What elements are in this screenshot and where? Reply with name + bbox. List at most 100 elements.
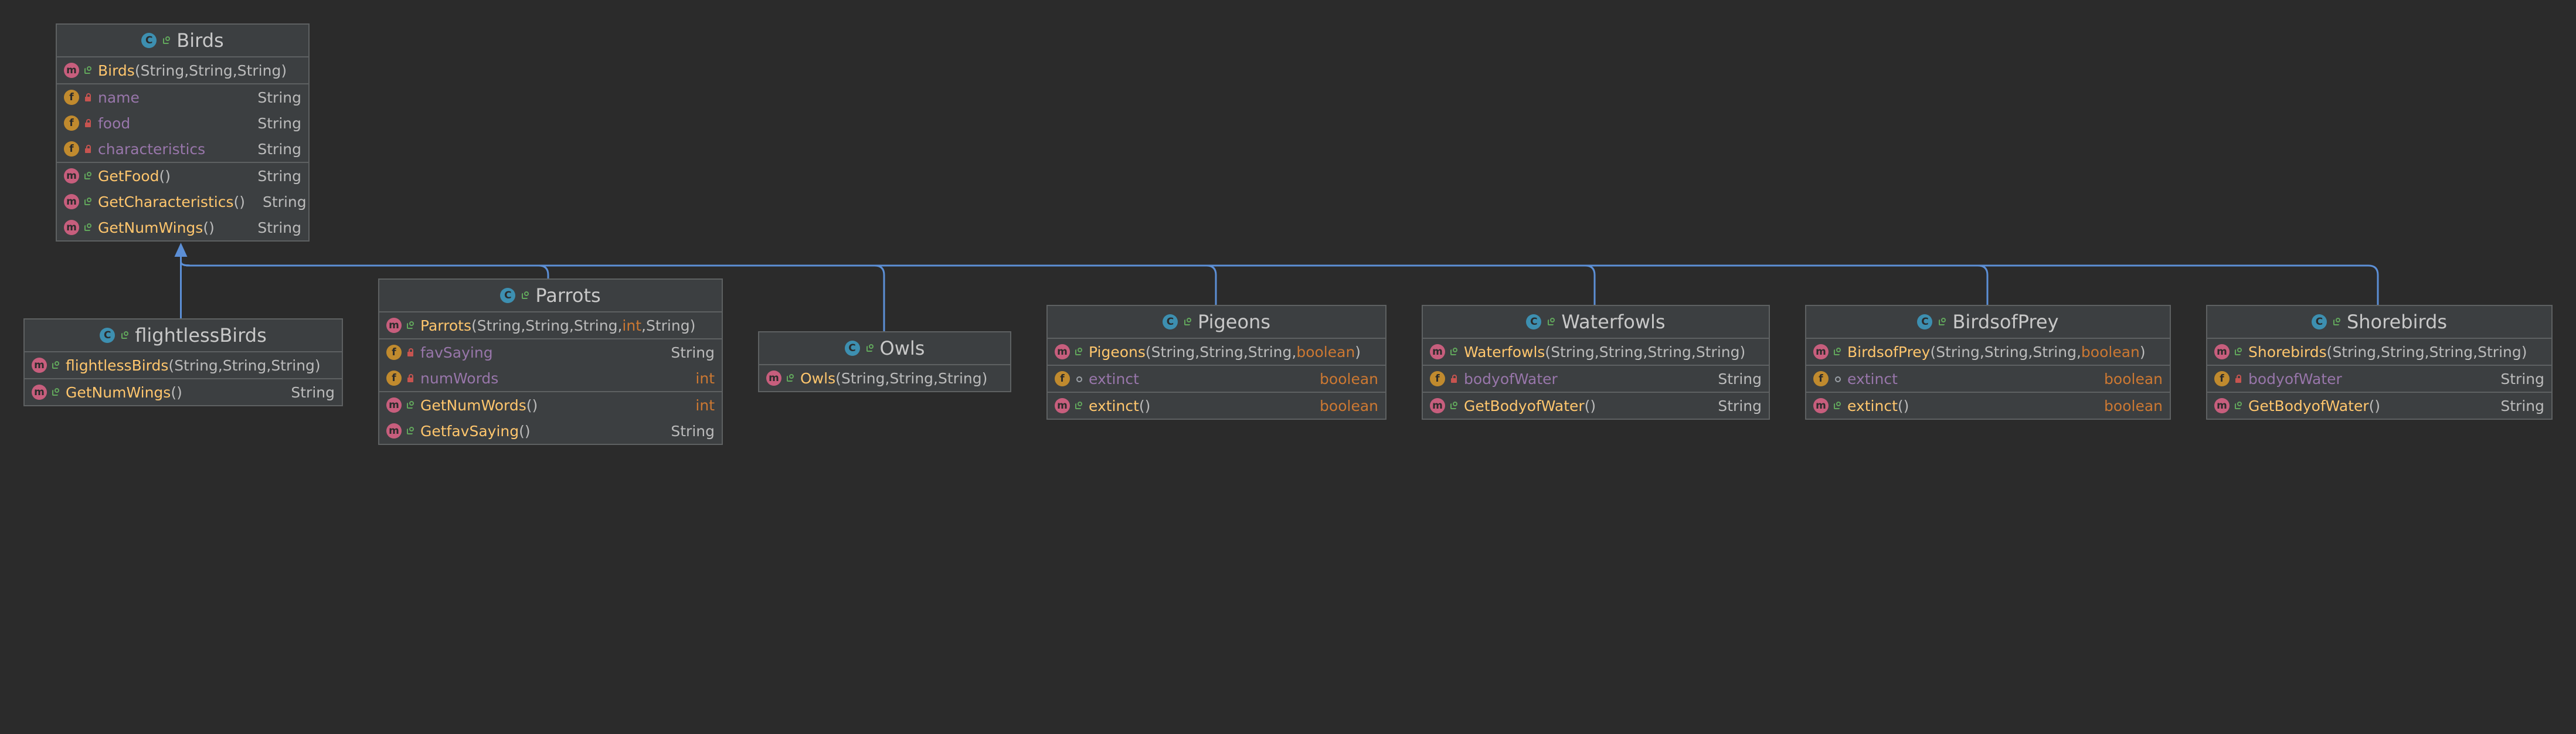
method-badge-icon: m — [32, 358, 47, 373]
comma: , — [1195, 343, 1200, 361]
field-type: String — [1718, 370, 1762, 388]
comma: , — [1292, 343, 1297, 361]
open-paren: ( — [134, 62, 141, 79]
method-name: GetNumWings — [98, 219, 203, 236]
public-visibility-icon — [521, 291, 529, 300]
method-parens: () — [2368, 397, 2381, 414]
close-paren: ) — [981, 369, 988, 387]
method-badge-icon: m — [1430, 398, 1445, 413]
inheritance-arrowhead — [174, 243, 188, 257]
method-parens: () — [171, 383, 182, 401]
method-name: GetNumWords — [420, 396, 526, 414]
close-paren: ) — [689, 317, 696, 334]
param-type: int — [622, 317, 642, 334]
param-type: String — [938, 369, 982, 387]
param-type: String — [174, 356, 218, 374]
comma: , — [1594, 343, 1599, 361]
field-type: String — [257, 114, 301, 132]
field-name: favSaying — [420, 344, 493, 361]
class-badge-icon: C — [1917, 314, 1933, 329]
field-type: String — [2500, 370, 2544, 388]
constructor-name: Waterfowls — [1464, 343, 1545, 361]
public-visibility-icon — [1938, 318, 1946, 326]
method-name: extinct — [1847, 397, 1898, 414]
lock-icon — [84, 119, 92, 127]
param-type: String — [525, 317, 569, 334]
comma: , — [184, 62, 189, 79]
param-type: String — [1199, 343, 1243, 361]
param-type: String — [237, 62, 281, 79]
comma: , — [2028, 343, 2033, 361]
return-type: String — [291, 383, 335, 401]
public-visibility-icon — [2234, 402, 2242, 410]
param-type: String — [1151, 343, 1195, 361]
param-type: String — [1695, 343, 1740, 361]
method-name: GetfavSaying — [420, 422, 519, 440]
method-name: GetFood — [98, 167, 159, 185]
lock-icon — [406, 374, 414, 382]
open-paren: ( — [168, 356, 175, 374]
field-name: food — [98, 114, 131, 132]
comma: , — [2376, 343, 2381, 361]
comma: , — [885, 369, 890, 387]
method-parens: () — [1897, 397, 1909, 414]
comma: , — [1243, 343, 1248, 361]
field-badge-icon: f — [64, 115, 79, 131]
public-visibility-icon — [406, 427, 414, 435]
lock-icon — [406, 348, 414, 356]
comma: , — [569, 317, 574, 334]
field-badge-icon: f — [1813, 371, 1829, 386]
open-paren: ( — [471, 317, 477, 334]
class-name: flightlessBirds — [135, 324, 267, 346]
field-row[interactable]: f food String — [57, 110, 308, 136]
method-badge-icon: m — [2214, 344, 2230, 359]
param-type: String — [271, 356, 315, 374]
param-type: String — [1984, 343, 2028, 361]
field-type: boolean — [1320, 370, 1378, 388]
field-name: characteristics — [98, 140, 206, 158]
package-visibility-icon — [1833, 375, 1841, 383]
field-type: int — [695, 369, 715, 387]
